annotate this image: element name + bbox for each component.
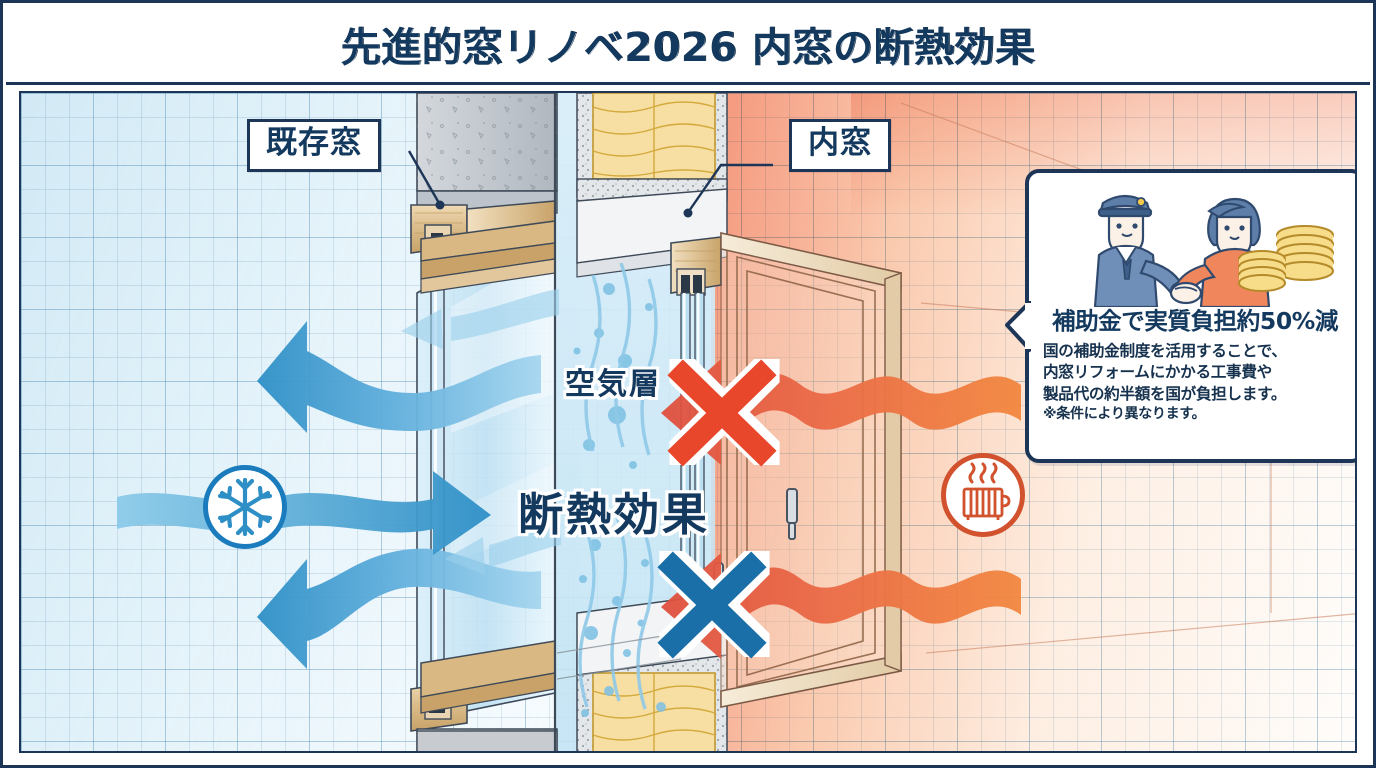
x-mark-blue-icon — [657, 551, 770, 659]
subsidy-illustration — [1043, 181, 1347, 307]
label-inner-window: 内窓 — [789, 119, 891, 172]
subsidy-note: ※条件により異なります。 — [1043, 406, 1206, 423]
label-leader-lines — [407, 150, 773, 218]
subsidy-body: 国の補助金制度を活用することで、 内窓リフォームにかかる工事費や 製品代の約半額… — [1043, 341, 1347, 425]
subsidy-callout: 補助金で実質負担約50%減 国の補助金制度を活用することで、 内窓リフォームにか… — [1005, 169, 1355, 463]
label-insulation-effect: 断熱効果 — [518, 488, 711, 541]
label-existing-window: 既存窓 — [247, 119, 381, 172]
resident-figure — [1173, 197, 1271, 307]
subsidy-body-line: 内窓リフォームにかかる工事費や — [1043, 363, 1272, 382]
title-band: 先進的窓リノベ2026 内窓の断熱効果 — [6, 6, 1370, 85]
diagram-stage: 既存窓 内窓 空気層 断熱効果 — [19, 91, 1357, 753]
subsidy-body-line: 国の補助金制度を活用することで、 — [1043, 341, 1287, 360]
snowflake-icon — [203, 465, 287, 549]
radiator-icon — [941, 453, 1025, 537]
air-arrow-lower — [445, 523, 561, 575]
air-swirls — [578, 262, 658, 710]
subsidy-headline: 補助金で実質負担約50%減 — [1051, 307, 1339, 335]
officer-figure — [1093, 194, 1197, 307]
page-title: 先進的窓リノベ2026 内窓の断熱効果 — [340, 25, 1036, 71]
cold-arrow-outflow-upper — [257, 321, 541, 433]
handshake-icon — [1169, 281, 1203, 305]
coin-stack-icon — [1238, 225, 1334, 292]
cold-arrow-inflow — [117, 471, 491, 555]
label-air-layer: 空気層 — [565, 367, 661, 402]
air-arrow-upper — [401, 289, 559, 349]
window-cross-section-illustration — [117, 93, 1021, 751]
cold-arrow-outflow-lower — [257, 548, 541, 669]
x-mark-red-icon — [667, 359, 780, 467]
subsidy-body-line: 製品代の約半額を国が負担します。 — [1043, 384, 1287, 403]
